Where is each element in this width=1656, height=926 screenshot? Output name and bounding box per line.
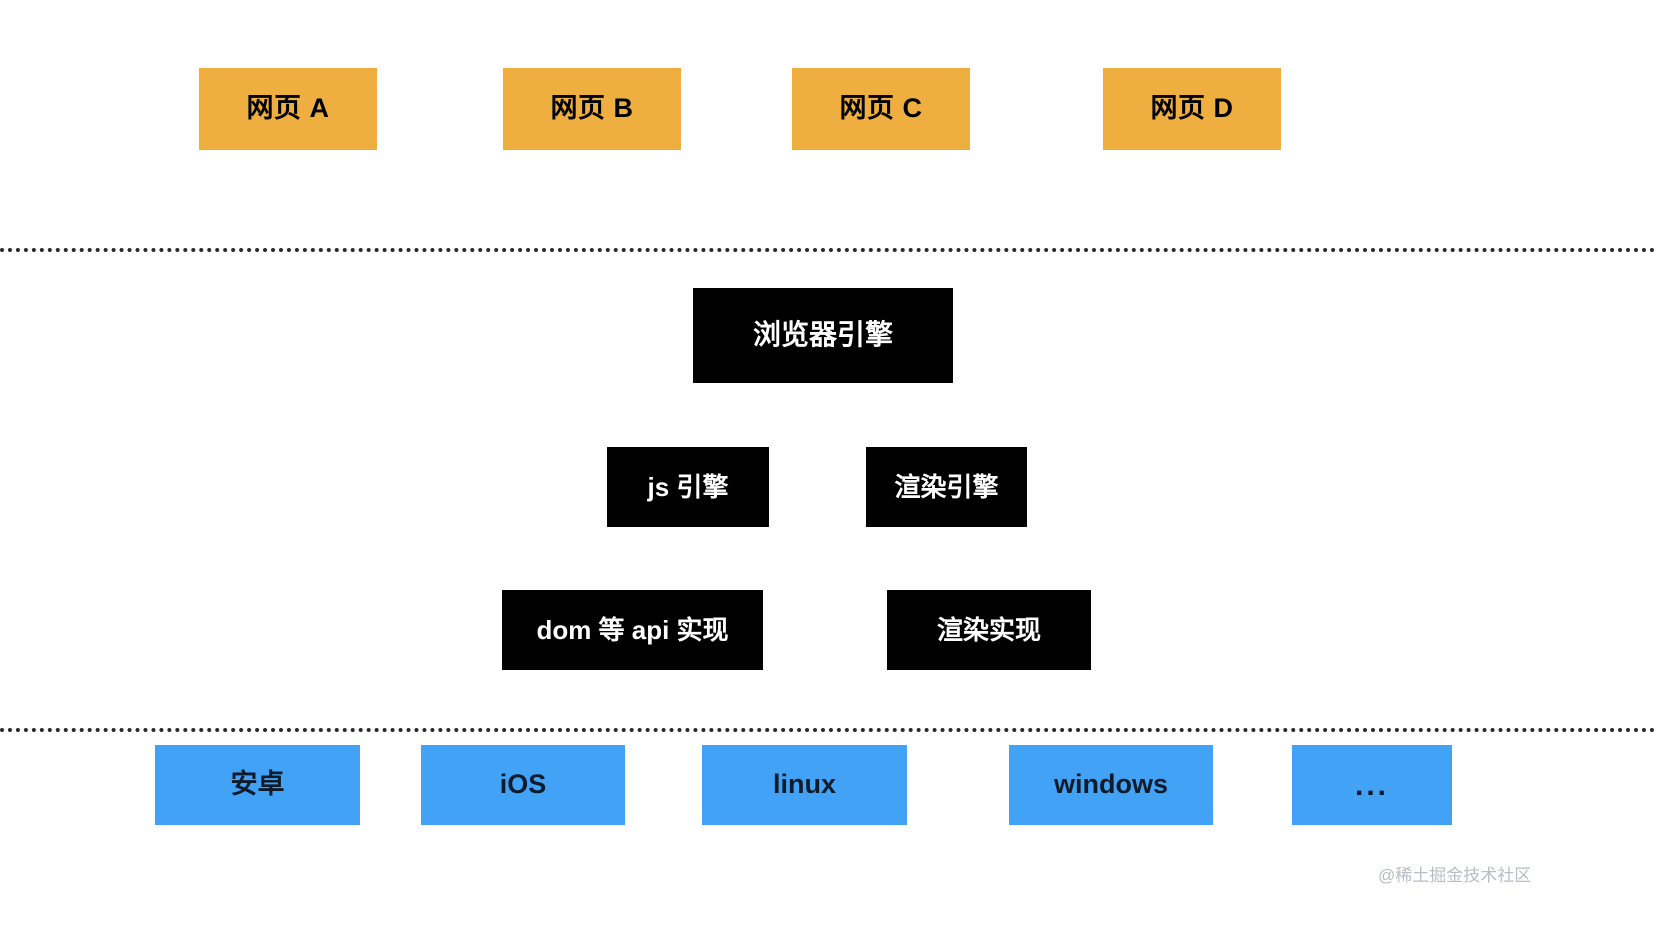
web-page-box-b: 网页 B	[503, 68, 681, 150]
divider-top	[0, 248, 1656, 252]
web-page-box-a: 网页 A	[199, 68, 377, 150]
web-page-label-a: 网页 A	[246, 93, 330, 124]
render-impl-label: 渲染实现	[936, 614, 1041, 645]
os-label-ios: iOS	[499, 769, 547, 800]
watermark-text: @稀土掘金技术社区	[1378, 866, 1532, 885]
render-impl-box: 渲染实现	[887, 590, 1091, 670]
web-page-label-d: 网页 D	[1150, 93, 1234, 124]
os-box-more: ...	[1292, 745, 1452, 825]
dom-api-impl-label: dom 等 api 实现	[536, 614, 729, 645]
os-box-windows: windows	[1009, 745, 1213, 825]
web-page-label-b: 网页 B	[550, 93, 634, 124]
os-box-ios: iOS	[421, 745, 625, 825]
web-page-box-c: 网页 C	[792, 68, 970, 150]
browser-engine-label: 浏览器引擎	[752, 319, 893, 351]
render-engine-box: 渲染引擎	[866, 447, 1027, 527]
browser-engine-box: 浏览器引擎	[693, 288, 953, 383]
render-engine-label: 渲染引擎	[894, 471, 999, 502]
os-box-android: 安卓	[155, 745, 360, 825]
os-label-more: ...	[1354, 768, 1389, 802]
web-page-box-d: 网页 D	[1103, 68, 1281, 150]
web-page-label-c: 网页 C	[839, 93, 923, 124]
js-engine-box: js 引擎	[607, 447, 769, 527]
os-label-android: 安卓	[230, 769, 285, 800]
os-label-windows: windows	[1054, 769, 1168, 800]
os-label-linux: linux	[772, 769, 836, 800]
divider-bottom	[0, 728, 1656, 732]
js-engine-label: js 引擎	[647, 471, 729, 502]
os-box-linux: linux	[702, 745, 907, 825]
dom-api-impl-box: dom 等 api 实现	[502, 590, 763, 670]
